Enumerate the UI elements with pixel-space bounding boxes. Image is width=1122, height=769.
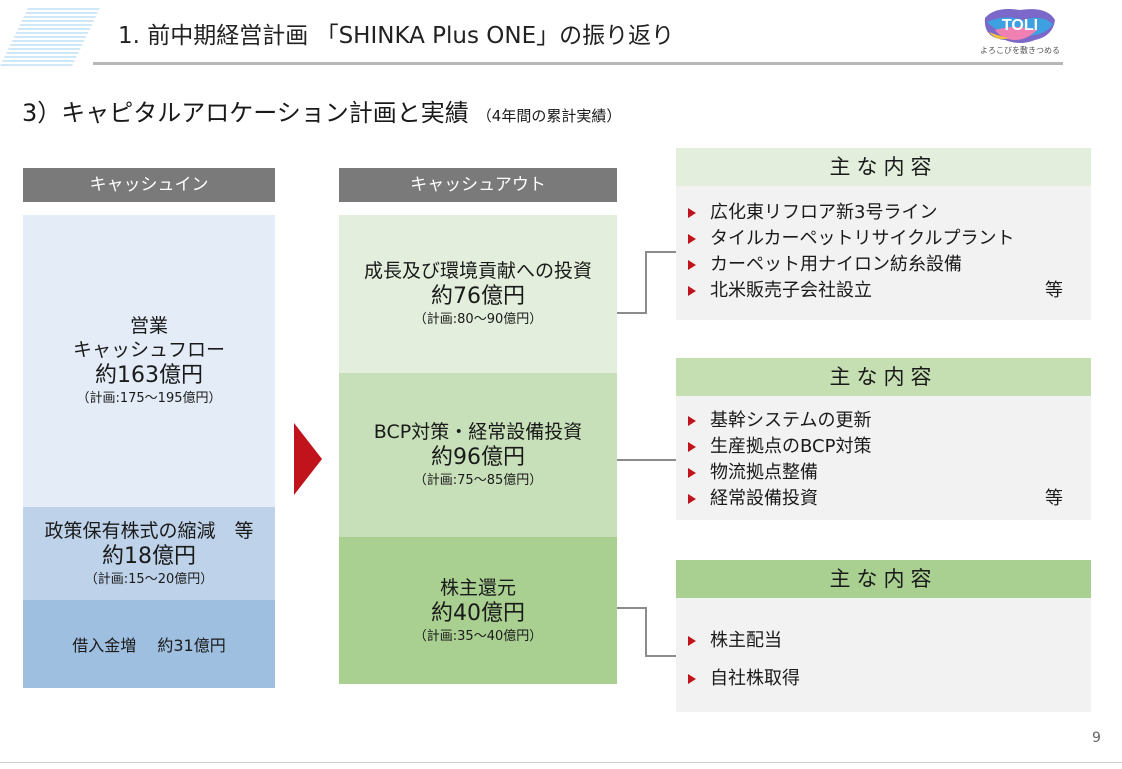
cash-in-label-2: 政策保有株式の縮減 等 — [44, 519, 254, 542]
cash-in-amount-1: 約163億円 — [95, 363, 203, 388]
flow-arrow-icon — [294, 423, 322, 495]
panel-header: 主な内容 — [676, 148, 1091, 186]
connector-1 — [617, 312, 647, 314]
logo-tagline: よろこびを敷きつめる — [980, 46, 1060, 55]
cash-out-label-2: BCP対策・経常設備投資 — [373, 421, 583, 443]
logo-text: TOLI — [1002, 17, 1038, 34]
detail-panel-bcp: 主な内容 基幹システムの更新 生産拠点のBCP対策 物流拠点整備 経常設備投資等 — [676, 358, 1091, 520]
panel-item: 北米販売子会社設立等 — [676, 278, 1091, 304]
detail-panel-returns: 主な内容 株主配当 自社株取得 — [676, 560, 1091, 712]
cash-out-amount-1: 約76億円 — [431, 284, 525, 309]
connector-3-bottom — [645, 655, 676, 657]
cash-out-growth-investment: 成長及び環境貢献への投資 約76億円 （計画:80～90億円） — [339, 215, 617, 373]
panel-header: 主な内容 — [676, 358, 1091, 396]
panel-item: 株主配当 — [676, 622, 1091, 660]
page-number: 9 — [1092, 730, 1101, 746]
cash-in-plan-1: （計画:175～195億円） — [76, 391, 222, 406]
panel-item: 物流拠点整備 — [676, 460, 1091, 486]
connector-3 — [617, 607, 647, 609]
toli-logo: TOLI — [984, 9, 1055, 43]
cash-out-plan-2: （計画:75～85億円） — [413, 473, 543, 488]
section-title: 3）キャピタルアロケーション計画と実績 （4年間の累計実績） — [22, 93, 621, 128]
detail-panel-growth: 主な内容 広化東リフロア新3号ライン タイルカーペットリサイクルプラント カーペ… — [676, 148, 1091, 320]
panel-item: 生産拠点のBCP対策 — [676, 434, 1091, 460]
cash-out-plan-1: （計画:80～90億円） — [413, 312, 543, 327]
connector-1-top — [645, 251, 676, 253]
page-title: 1. 前中期経営計画 「SHINKA Plus ONE」の振り返り — [118, 23, 675, 49]
cash-in-label-1a: 営業 — [129, 315, 168, 337]
cash-in-label-3: 借入金増 約31億円 — [72, 636, 226, 655]
bullet-triangle-icon — [688, 234, 696, 244]
bullet-triangle-icon — [688, 468, 696, 478]
panel-header: 主な内容 — [676, 560, 1091, 598]
panel-item: 基幹システムの更新 — [676, 408, 1091, 434]
panel-item: カーペット用ナイロン紡糸設備 — [676, 252, 1091, 278]
cash-out-label-1: 成長及び環境貢献への投資 — [363, 260, 592, 282]
cash-in-header: キャッシュイン — [23, 168, 275, 202]
cash-out-label-3: 株主還元 — [439, 576, 516, 599]
connector-2 — [617, 459, 676, 461]
cash-out-plan-3: （計画:35～40億円） — [413, 628, 543, 644]
cash-in-policy-shares: 政策保有株式の縮減 等 約18億円 （計画:15～20億円） — [23, 507, 275, 600]
cash-in-label-1b: キャッシュフロー — [72, 339, 225, 361]
cash-in-operating-cf: 営業 キャッシュフロー 約163億円 （計画:175～195億円） — [23, 215, 275, 507]
cash-out-amount-2: 約96億円 — [431, 445, 525, 470]
bullet-triangle-icon — [688, 416, 696, 426]
panel-etc: 等 — [1045, 280, 1063, 301]
bullet-triangle-icon — [688, 636, 696, 646]
panel-etc: 等 — [1045, 488, 1063, 509]
cash-out-amount-3: 約40億円 — [431, 600, 525, 626]
bullet-triangle-icon — [688, 494, 696, 504]
bullet-triangle-icon — [688, 286, 696, 296]
header-divider — [93, 62, 1063, 65]
panel-item: 広化東リフロア新3号ライン — [676, 200, 1091, 226]
panel-item: 経常設備投資等 — [676, 486, 1091, 512]
cash-in-borrowing: 借入金増 約31億円 — [23, 600, 275, 688]
bullet-triangle-icon — [688, 674, 696, 684]
bullet-triangle-icon — [688, 260, 696, 270]
section-title-text: 3）キャピタルアロケーション計画と実績 — [22, 99, 469, 127]
cash-in-amount-2: 約18億円 — [102, 543, 196, 569]
connector-3-vertical — [645, 607, 647, 657]
panel-item: 自社株取得 — [676, 660, 1091, 698]
cash-out-shareholder-returns: 株主還元 約40億円 （計画:35～40億円） — [339, 537, 617, 684]
bottom-divider — [0, 762, 1122, 763]
cash-in-plan-2: （計画:15～20億円） — [84, 571, 214, 587]
connector-1-vertical — [645, 251, 647, 314]
header-stripe-decoration — [0, 8, 100, 66]
panel-item: タイルカーペットリサイクルプラント — [676, 226, 1091, 252]
bullet-triangle-icon — [688, 442, 696, 452]
bullet-triangle-icon — [688, 208, 696, 218]
cash-out-bcp-capex: BCP対策・経常設備投資 約96億円 （計画:75～85億円） — [339, 373, 617, 537]
section-subtitle: （4年間の累計実績） — [476, 107, 622, 125]
cash-out-header: キャッシュアウト — [339, 168, 617, 202]
